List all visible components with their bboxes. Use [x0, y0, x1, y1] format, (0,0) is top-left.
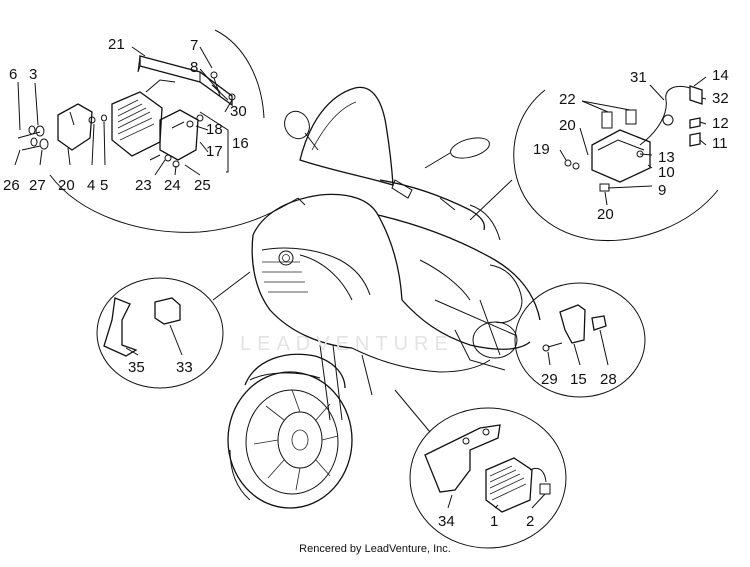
callout-30: 29	[541, 371, 558, 388]
callout-22: 21	[108, 36, 125, 53]
callout-17: 17	[206, 143, 223, 160]
callout-10: 10	[658, 164, 675, 181]
detail-circle-outlines	[49, 29, 719, 549]
watermark: LEADVENTURE	[240, 333, 454, 355]
right-detail	[542, 304, 609, 366]
callout-29: 28	[600, 371, 617, 388]
callout-19: 19	[533, 141, 550, 158]
callout-34: 33	[176, 359, 193, 376]
callout-18: 18	[206, 121, 223, 138]
callout-13: 13	[658, 149, 675, 166]
callout-5: 5	[100, 177, 109, 194]
left-detail	[103, 297, 183, 357]
callout-28: 27	[29, 177, 46, 194]
callout-16: 16	[232, 135, 249, 152]
callout-33: 32	[712, 90, 729, 107]
callout-36: 35	[128, 359, 145, 376]
callout-4: 4	[87, 177, 96, 194]
callout-32: 31	[630, 69, 647, 86]
callout-11: 11	[712, 135, 728, 152]
callout-1: 1	[490, 513, 499, 530]
callout-6: 6	[9, 66, 18, 83]
callout-12: 12	[712, 115, 729, 132]
scooter-illustration	[227, 86, 541, 509]
callout-31: 30	[230, 103, 247, 120]
top-right-assembly	[559, 76, 707, 206]
callout-21: 20	[597, 206, 614, 223]
top-left-assembly	[14, 46, 236, 176]
callout-20-right: 20	[559, 117, 576, 134]
callout-23: 22	[559, 91, 576, 108]
callout-3: 3	[29, 66, 38, 83]
callout-9: 9	[658, 182, 667, 199]
callout-26: 25	[194, 177, 211, 194]
callout-8: 8	[190, 59, 199, 76]
footer-credit: Rencered by LeadVenture, Inc.	[299, 543, 451, 555]
callout-7: 7	[190, 37, 199, 54]
callout-27: 26	[3, 177, 20, 194]
bottom-detail	[424, 424, 551, 513]
callout-24: 23	[135, 177, 152, 194]
callout-25: 24	[164, 177, 181, 194]
callout-14: 14	[712, 67, 729, 84]
callout-20-left: 20	[58, 177, 75, 194]
callout-35: 34	[438, 513, 455, 530]
callout-2: 2	[526, 513, 535, 530]
callout-15: 15	[570, 371, 587, 388]
